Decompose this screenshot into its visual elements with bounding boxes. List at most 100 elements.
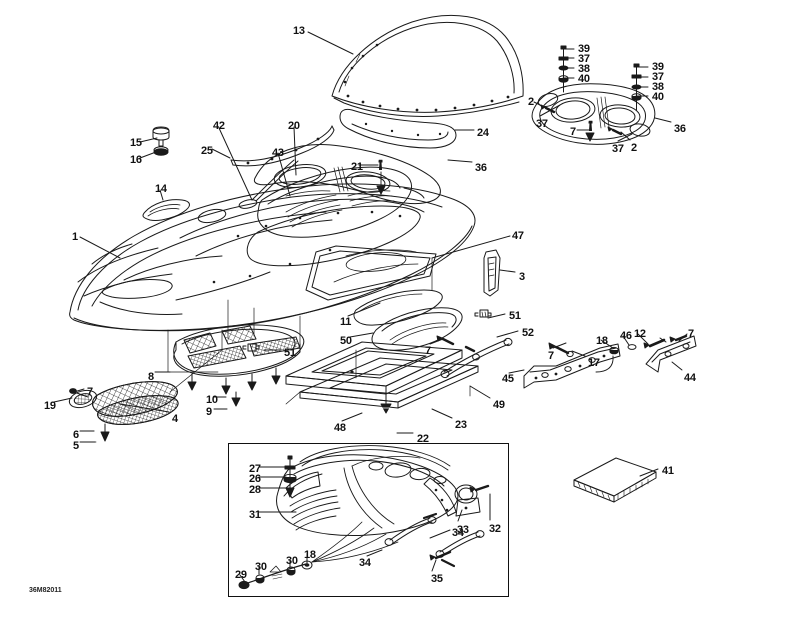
- leader-line-46: [622, 335, 630, 346]
- callout-2: 2: [631, 142, 637, 154]
- callout-44: 44: [684, 372, 696, 384]
- callout-33: 33: [457, 524, 469, 536]
- leader-line-2: [620, 131, 631, 141]
- part-cushion-11: [353, 289, 443, 326]
- leader-line-23: [431, 408, 453, 419]
- callout-20: 20: [288, 120, 300, 132]
- leader-line-33: [457, 509, 463, 522]
- callout-36: 36: [475, 162, 487, 174]
- leader-line-7: [429, 338, 444, 345]
- callout-9: 9: [206, 406, 212, 418]
- callout-30: 30: [255, 561, 267, 573]
- callout-36: 36: [674, 123, 686, 135]
- callout-47: 47: [512, 230, 524, 242]
- leader-line-3: [499, 269, 516, 273]
- part-grille-4: [68, 381, 179, 443]
- leader-line-35: [431, 559, 437, 572]
- part-screw-22: [380, 393, 392, 414]
- callout-27: 27: [249, 463, 261, 475]
- part-storage-lid-48: [285, 341, 463, 395]
- leader-line-47: [431, 235, 511, 259]
- part-bracket-44: [645, 334, 697, 373]
- leader-line-2: [533, 101, 547, 109]
- callout-35: 35: [431, 573, 443, 585]
- callout-1: 1: [72, 231, 78, 243]
- leader-line-7: [552, 342, 567, 349]
- part-screw-17: [548, 342, 574, 358]
- callout-43: 43: [272, 147, 284, 159]
- leader-line-48: [341, 412, 363, 422]
- callout-24: 24: [477, 127, 489, 139]
- callout-18: 18: [596, 335, 608, 347]
- callout-3: 3: [519, 271, 525, 283]
- part-fastener-group-18-46-12: [595, 337, 667, 373]
- callout-30: 30: [286, 555, 298, 567]
- part-windshield-13: [331, 14, 524, 117]
- callout-13: 13: [293, 25, 305, 37]
- part-trim-24: [339, 108, 457, 149]
- callout-40: 40: [652, 91, 664, 103]
- leader-line-42: [218, 127, 253, 201]
- leader-line-4: [119, 403, 170, 413]
- callout-49: 49: [493, 399, 505, 411]
- part-bezel-50: [371, 307, 463, 351]
- leader-line-36: [447, 159, 473, 163]
- callout-17: 17: [588, 357, 600, 369]
- part-deck-liner-47: [305, 245, 437, 301]
- construction-lines: [167, 257, 471, 405]
- inset-panel-border: [228, 443, 509, 597]
- part-support-bar-52: [436, 335, 513, 379]
- callout-46: 46: [620, 330, 632, 342]
- callout-48: 48: [334, 422, 346, 434]
- leader-line-7: [73, 388, 85, 393]
- drawing-reference-code: 36M82011: [29, 587, 62, 594]
- callout-37: 37: [578, 53, 590, 65]
- callout-41: 41: [662, 465, 674, 477]
- callout-38: 38: [578, 63, 590, 75]
- callout-2: 2: [528, 96, 534, 108]
- callout-10: 10: [206, 394, 218, 406]
- callout-39: 39: [652, 61, 664, 73]
- callout-28: 28: [249, 484, 261, 496]
- part-hull-deck-1: [69, 183, 476, 332]
- part-cross-brace-45: [523, 343, 621, 389]
- leader-line-20: [293, 126, 297, 176]
- part-screw-21: [376, 159, 386, 195]
- callout-37: 37: [652, 71, 664, 83]
- callout-29: 29: [235, 569, 247, 581]
- leader-line-19: [53, 397, 73, 403]
- callout-45: 45: [502, 373, 514, 385]
- callout-32: 32: [489, 523, 501, 535]
- callout-7: 7: [425, 345, 431, 357]
- leader-line-37: [617, 133, 633, 142]
- leader-line-50: [349, 332, 374, 338]
- leader-line-13: [307, 31, 354, 55]
- callout-25: 25: [201, 145, 213, 157]
- leader-line-11: [347, 302, 381, 317]
- callout-12: 12: [634, 328, 646, 340]
- inset-assembly: [238, 445, 490, 590]
- leader-line-16: [139, 151, 157, 159]
- callout-7: 7: [570, 126, 576, 138]
- callout-7: 7: [548, 350, 554, 362]
- callout-8: 8: [148, 371, 154, 383]
- leader-line-51: [487, 313, 506, 319]
- part-handle-14: [142, 199, 190, 221]
- leader-line-45: [508, 369, 525, 374]
- part-hinge-rod-25-42: [230, 125, 335, 202]
- leader-line-34: [429, 529, 451, 539]
- leader-line-12: [637, 333, 649, 345]
- callout-7: 7: [87, 386, 93, 398]
- callout-4: 4: [172, 413, 178, 425]
- part-grille-8: [173, 324, 305, 407]
- callout-19: 19: [44, 400, 56, 412]
- callout-40: 40: [578, 73, 590, 85]
- leader-line-41: [639, 468, 659, 477]
- leader-line-52: [496, 330, 519, 338]
- callout-34: 34: [452, 527, 464, 539]
- leader-line-44: [671, 361, 683, 371]
- leader-line-1: [79, 236, 121, 259]
- callout-52: 52: [522, 327, 534, 339]
